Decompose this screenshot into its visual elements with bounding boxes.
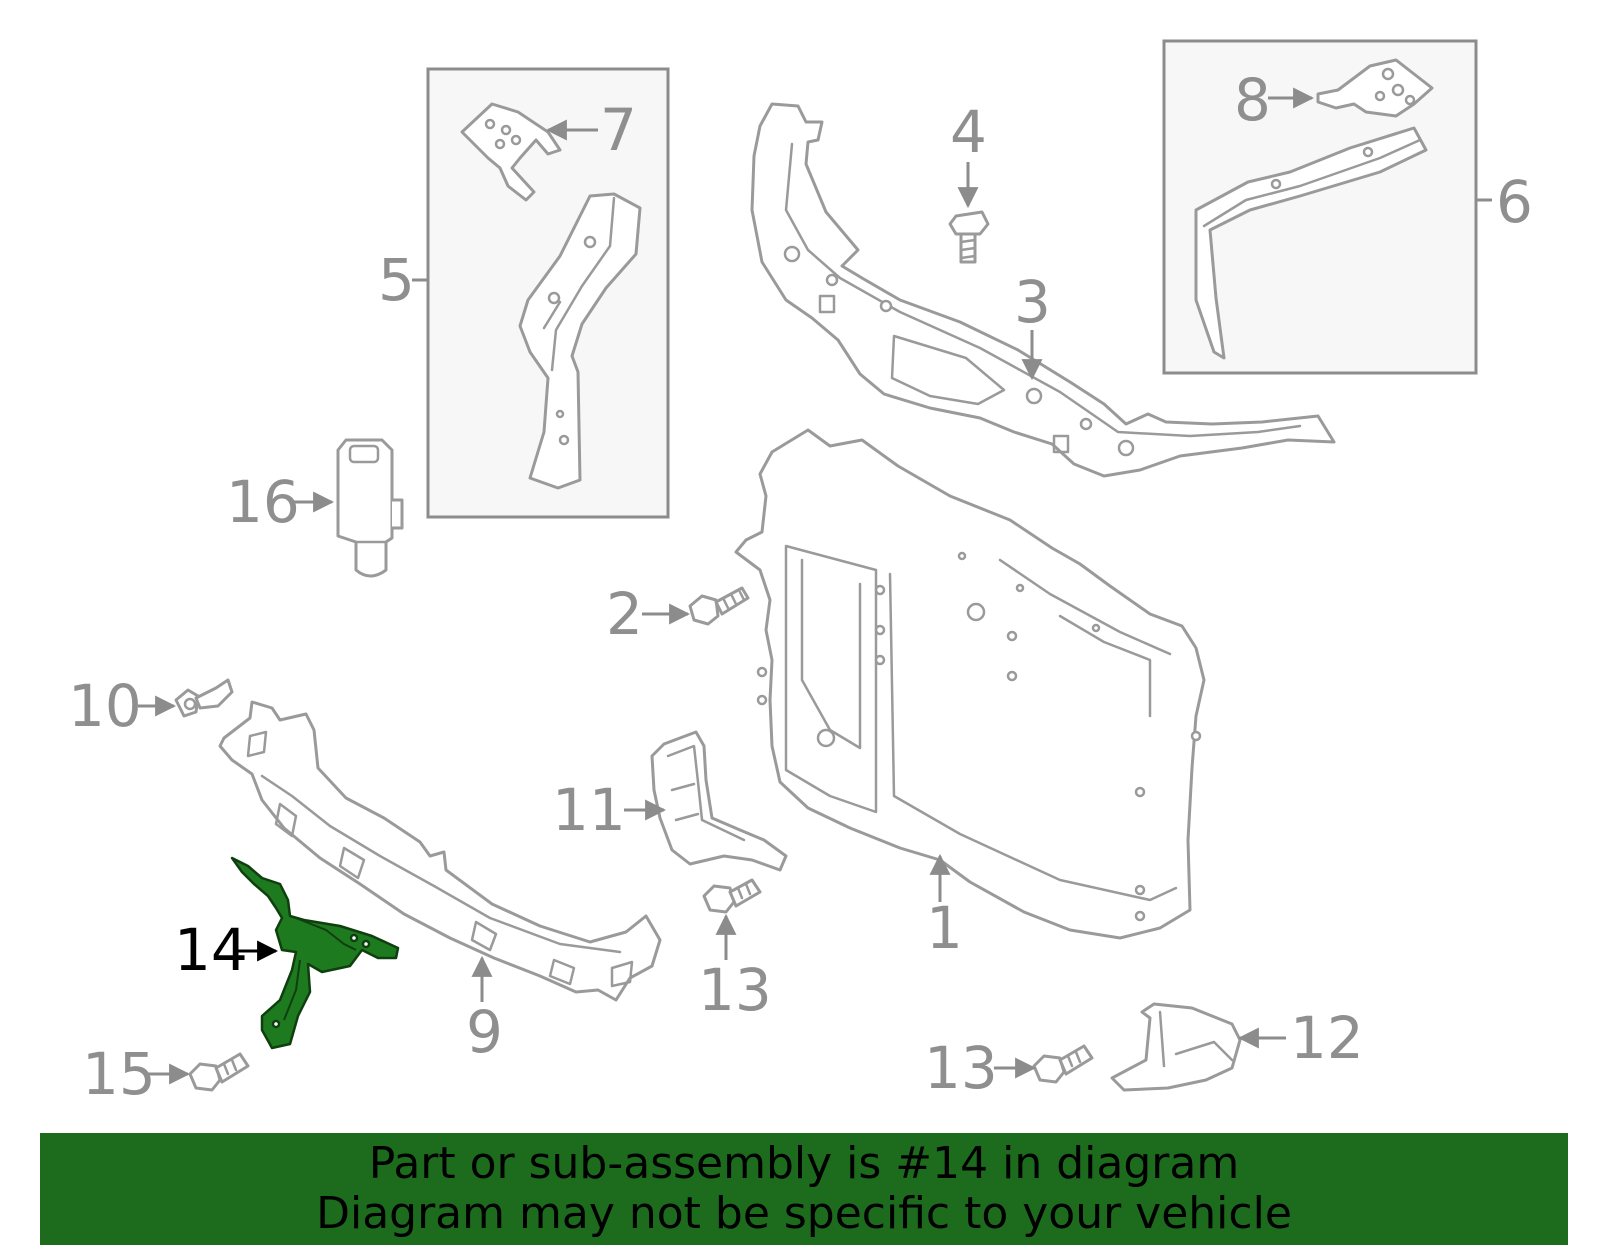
part-1-radiator-support — [734, 428, 1206, 940]
callout-12: 12 — [1290, 1004, 1364, 1072]
info-banner: Part or sub-assembly is #14 in diagram D… — [40, 1133, 1568, 1245]
part-12-air-guide — [1110, 1002, 1242, 1092]
callout-6: 6 — [1496, 168, 1533, 236]
callout-10: 10 — [68, 672, 142, 740]
callout-3: 3 — [1014, 268, 1051, 336]
banner-line-part: Part or sub-assembly is #14 in diagram — [368, 1138, 1240, 1189]
part-3-upper-tie-bar — [750, 102, 1336, 478]
callout-13-upper: 13 — [698, 956, 772, 1024]
callout-5: 5 — [378, 246, 415, 314]
part-14-bracket-highlighted — [230, 856, 400, 1050]
leader-arrows — [138, 87, 1315, 1085]
part-7-bracket — [460, 102, 562, 202]
callout-8: 8 — [1234, 66, 1271, 134]
part-8-bracket — [1316, 58, 1434, 118]
part-2-bolt — [688, 586, 750, 626]
callout-11: 11 — [552, 776, 626, 844]
part-13-bolt-upper — [702, 878, 762, 914]
part-9-lower-tie-bar — [218, 700, 662, 1002]
callout-13-lower: 13 — [924, 1034, 998, 1102]
part-6-apron-reinforcement — [1194, 126, 1428, 360]
part-10-clip — [174, 678, 234, 718]
part-5-apron-bracket — [518, 192, 642, 490]
callout-4: 4 — [950, 98, 987, 166]
callout-7: 7 — [600, 96, 637, 164]
callout-14: 14 — [174, 916, 248, 984]
callout-9: 9 — [466, 998, 503, 1066]
callout-2: 2 — [606, 580, 643, 648]
callout-15: 15 — [82, 1040, 156, 1108]
banner-line-disclaimer: Diagram may not be specific to your vehi… — [316, 1188, 1292, 1239]
callout-16: 16 — [226, 468, 300, 536]
part-11-air-guide — [650, 730, 788, 872]
part-16-sensor — [336, 438, 404, 578]
part-13-bolt-lower — [1032, 1044, 1094, 1084]
part-4-bolt — [948, 210, 990, 264]
part-15-bolt — [188, 1052, 250, 1092]
callout-1: 1 — [926, 894, 963, 962]
